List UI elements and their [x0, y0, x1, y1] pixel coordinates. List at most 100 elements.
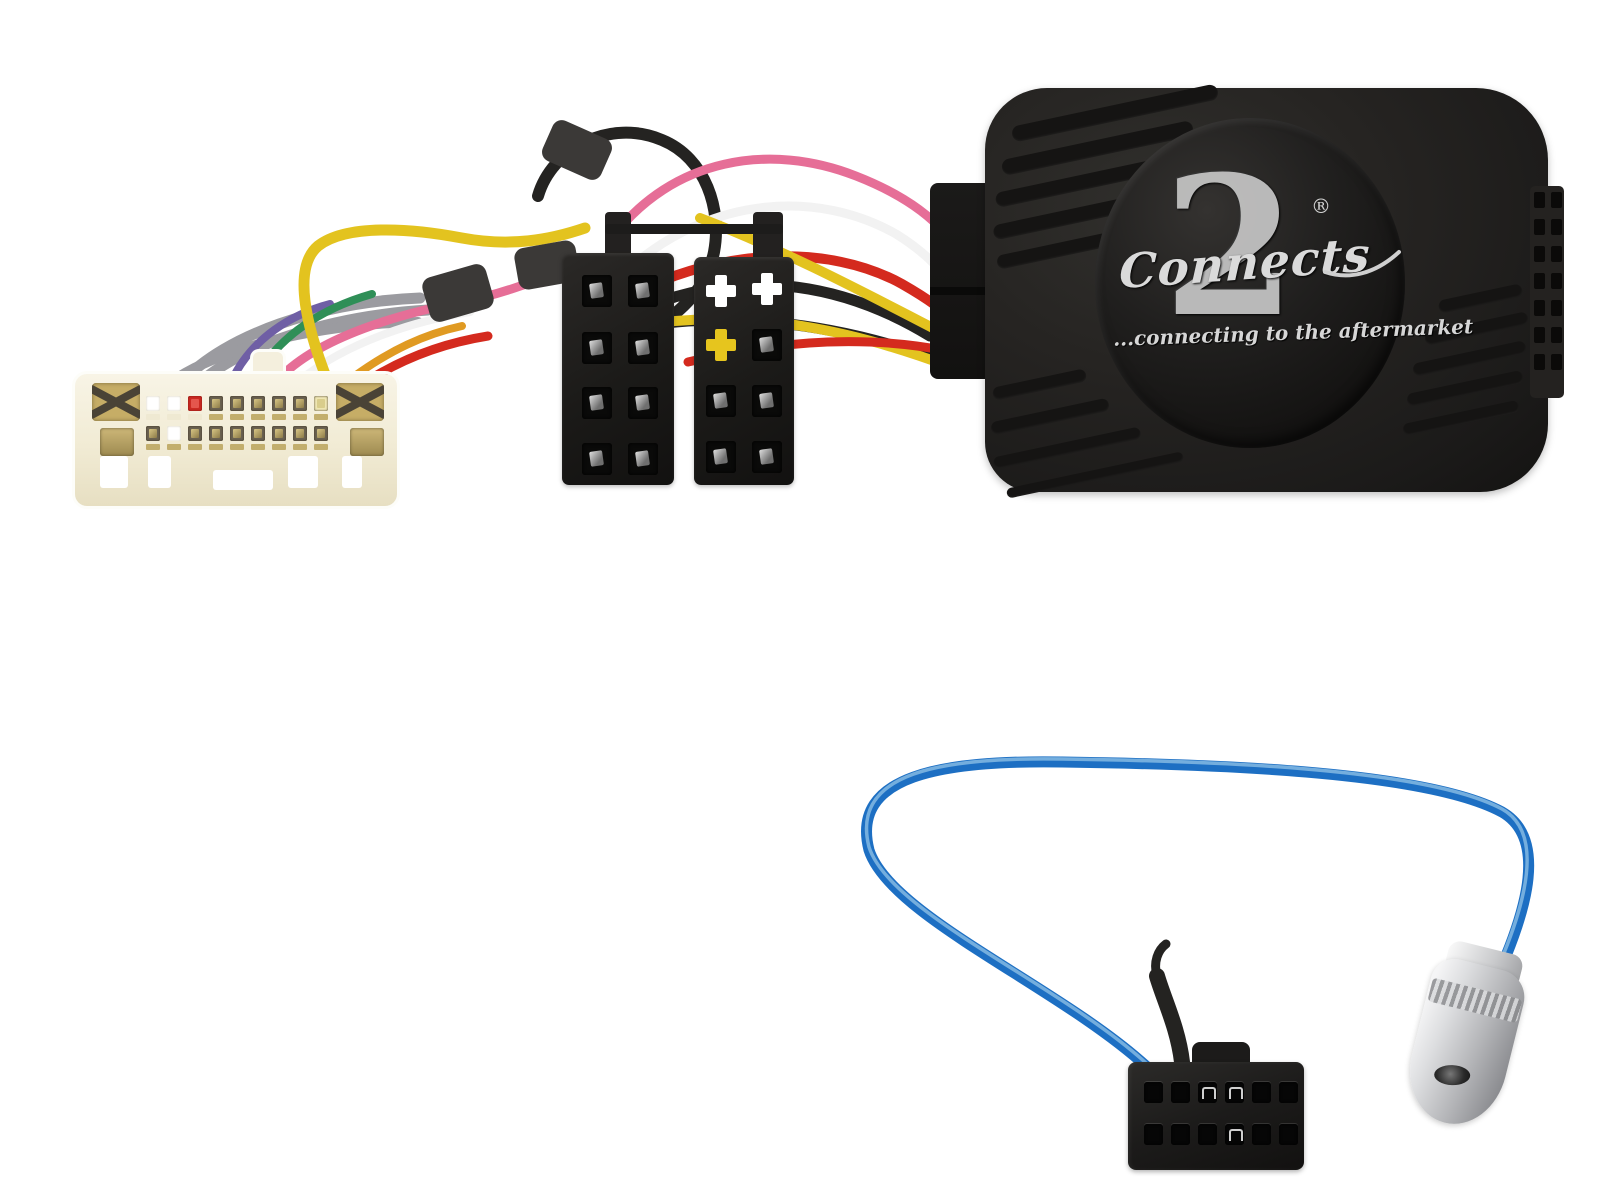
pin-hole — [1252, 1124, 1271, 1145]
wire-purple — [228, 300, 334, 384]
iso-connector-left — [562, 253, 674, 485]
wire-yellow — [631, 314, 953, 371]
pin-hole — [1198, 1082, 1217, 1103]
pin-hole — [1171, 1082, 1190, 1103]
vent-slot — [1534, 300, 1545, 316]
pin-hole — [1144, 1082, 1163, 1103]
keying-cutout — [213, 470, 273, 490]
terminal-bar-right — [350, 428, 384, 456]
pin-slot-row-top — [146, 396, 328, 411]
wire-black-stub-tip — [1151, 939, 1171, 981]
vent-slot — [1534, 273, 1545, 289]
tape-wrap — [542, 120, 612, 180]
terminal-left — [92, 383, 140, 421]
pin-hole — [1144, 1124, 1163, 1145]
pin-slot — [230, 426, 244, 441]
pin-hole — [582, 387, 612, 419]
pin-slot — [272, 426, 286, 441]
pin-slot — [314, 396, 328, 411]
pin-slot — [188, 426, 202, 441]
contact-bar — [230, 444, 244, 450]
wire-pink — [607, 154, 949, 243]
vent-slot — [1551, 327, 1562, 343]
logo-swoosh — [1323, 250, 1401, 278]
pin-hole — [706, 441, 736, 473]
pin-hole — [706, 385, 736, 417]
iso-bracket-post — [753, 212, 783, 262]
vent-slot — [1551, 246, 1562, 262]
pin-hole — [752, 385, 782, 417]
tape-wrap — [422, 264, 494, 322]
contact-bar — [209, 414, 223, 420]
pin-slot — [314, 426, 328, 441]
contact-bar — [314, 414, 328, 420]
pin-hole — [1279, 1082, 1298, 1103]
contact-bar-row-top — [146, 414, 328, 420]
pin-hole — [628, 275, 658, 307]
contact-bar — [293, 414, 307, 420]
vent-slot — [1551, 300, 1562, 316]
wire-black-stub — [1149, 968, 1190, 1070]
contact-bar — [272, 414, 286, 420]
contact-bar — [167, 414, 181, 420]
box-logo-dome: 2 Connects ® ...connecting to the afterm… — [1095, 118, 1474, 448]
case-rib — [1437, 283, 1524, 314]
pin-hole — [752, 329, 782, 361]
case-rib — [1402, 399, 1520, 437]
pin-slot — [251, 396, 265, 411]
connects2-numeral: 2 — [1163, 135, 1297, 360]
pin-slot-red — [188, 396, 202, 411]
contact-bar — [251, 444, 265, 450]
contact-bar — [188, 444, 202, 450]
contact-bar-row-bottom — [146, 444, 328, 450]
pin-slot — [251, 426, 265, 441]
pin-hole — [628, 387, 658, 419]
connects2-tagline: ...connecting to the aftermarket — [1112, 314, 1474, 351]
vent-slot — [1534, 192, 1545, 208]
pin-hole — [582, 275, 612, 307]
iso-connector-right — [694, 257, 794, 485]
pin-slot — [146, 426, 160, 441]
pin-slot — [293, 396, 307, 411]
vent-slot — [1534, 354, 1545, 370]
cross-cutout-white — [752, 273, 782, 305]
keying-cutout — [288, 456, 318, 488]
case-rib — [989, 397, 1111, 436]
pin-slot-row-bottom — [146, 426, 328, 441]
vehicle-harness-connector — [75, 374, 397, 506]
vehicle-connector-tab — [253, 352, 283, 378]
case-rib — [992, 426, 1142, 470]
keying-cutout — [148, 456, 171, 488]
contact-bar — [209, 444, 223, 450]
vent-slot — [1551, 273, 1562, 289]
contact-bar — [272, 444, 286, 450]
case-rib — [995, 232, 1112, 270]
pin-slot — [293, 426, 307, 441]
micro-connector-12pin — [1128, 1062, 1304, 1170]
contact-bar — [188, 414, 202, 420]
wire-orange — [348, 322, 466, 382]
terminal-bar-left — [100, 428, 134, 456]
pin-slot — [230, 396, 244, 411]
pin-hole — [1279, 1124, 1298, 1145]
case-rib — [991, 368, 1088, 401]
wire-red — [367, 331, 493, 383]
pin-slot — [209, 396, 223, 411]
pin-hole — [582, 332, 612, 364]
aerial-cable-blue — [861, 756, 1535, 1072]
registered-mark: ® — [1311, 194, 1331, 218]
contact-bar — [251, 414, 265, 420]
cross-cutout-white — [706, 275, 736, 307]
contact-bar — [167, 444, 181, 450]
vent-slot — [1551, 192, 1562, 208]
iso-bracket-bar — [605, 224, 783, 234]
pin-slot — [167, 396, 181, 411]
cross-cutout-yellow — [706, 329, 736, 361]
pin-hole — [752, 441, 782, 473]
pin-hole — [1198, 1124, 1217, 1145]
pin-slot — [272, 396, 286, 411]
pin-slot — [146, 396, 160, 411]
wire-black — [642, 279, 936, 342]
keying-cutout — [342, 456, 362, 488]
